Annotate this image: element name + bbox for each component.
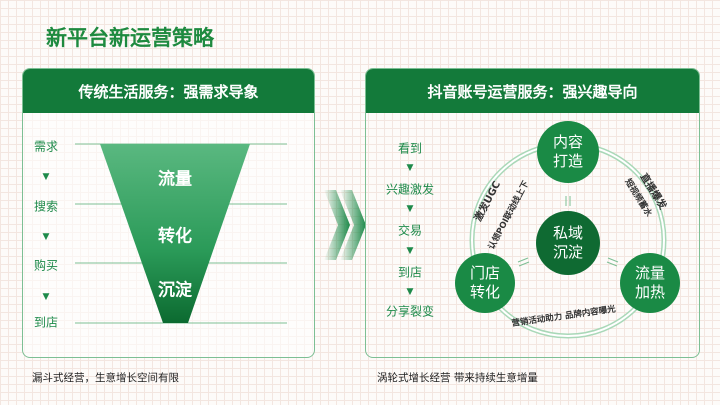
- stage-label: 到店: [33, 315, 59, 330]
- funnel-shape: [100, 144, 250, 323]
- down-arrow-icon: ▼: [406, 287, 414, 297]
- down-arrow-icon: ▼: [406, 246, 414, 256]
- chevron-icon: [340, 190, 366, 260]
- circle-label: 流量加热: [634, 264, 665, 301]
- circle-private: [536, 211, 600, 275]
- funnel-label: 流量: [158, 169, 192, 190]
- step-label: 兴趣激发: [385, 182, 435, 197]
- circle-content: [537, 121, 599, 183]
- page-title: 新平台新运营策略: [46, 26, 214, 50]
- chevron-icon: [324, 190, 350, 260]
- circle-store: [455, 253, 515, 313]
- down-arrow-icon: ▼: [406, 204, 414, 214]
- down-arrow-icon: ▼: [406, 163, 414, 173]
- left-caption: 漏斗式经营，生意增长空间有限: [32, 372, 179, 384]
- circle-label: 私域沉淀: [552, 224, 583, 261]
- step-label: 看到: [397, 141, 423, 156]
- stage-label: 搜索: [33, 199, 59, 214]
- down-arrow-icon: ▼: [42, 172, 50, 182]
- funnel-label: 沉淀: [158, 280, 192, 301]
- step-label: 交易: [397, 223, 423, 238]
- funnel-label: 转化: [158, 226, 192, 247]
- circle-traffic: [620, 253, 680, 313]
- right-caption: 涡轮式增长经营 带来持续生意增量: [377, 372, 538, 384]
- traditional-header: 传统生活服务：强需求导象: [23, 69, 314, 113]
- circle-label: 内容打造: [552, 133, 583, 170]
- stage-label: 购买: [33, 258, 59, 273]
- step-label: 分享裂变: [385, 304, 435, 319]
- step-label: 到店: [397, 265, 423, 280]
- douyin-header: 抖音账号运营服务：强兴趣导向: [366, 69, 699, 113]
- down-arrow-icon: ▼: [42, 232, 50, 242]
- douyin-panel: 抖音账号运营服务：强兴趣导向: [365, 68, 700, 358]
- circle-label: 门店转化: [469, 264, 500, 301]
- stage-label: 需求: [33, 139, 59, 154]
- down-arrow-icon: ▼: [42, 292, 50, 302]
